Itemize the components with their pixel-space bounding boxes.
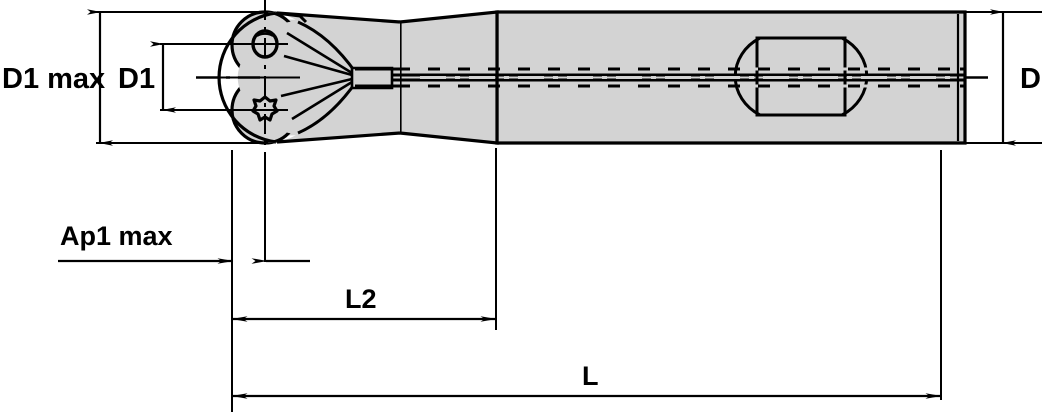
d1-label: D1: [118, 63, 155, 95]
hidden-bore-dashed-lines: [410, 67, 960, 88]
dimension-ap1-max: Ap1 max: [58, 221, 310, 264]
nose-notch: [275, 11, 308, 24]
dimension-d1-max: D1 max: [2, 9, 268, 146]
tool-body-group: [196, 10, 990, 145]
dimension-d: D: [962, 9, 1042, 146]
l-label: L: [582, 361, 599, 391]
d-label: D: [1020, 63, 1041, 95]
dimension-l: L: [231, 361, 942, 399]
insert-flank-lines: [280, 31, 353, 121]
round-screw-slot-icon: [256, 32, 274, 37]
head-lower-profile: [276, 131, 401, 144]
dimension-d1: D1: [118, 41, 268, 113]
dimension-l2: L2: [231, 284, 497, 322]
ap1-max-label: Ap1 max: [60, 221, 173, 251]
l2-label: L2: [345, 284, 377, 314]
d1-max-label: D1 max: [2, 63, 105, 95]
lower-extension-lines: [231, 148, 942, 412]
